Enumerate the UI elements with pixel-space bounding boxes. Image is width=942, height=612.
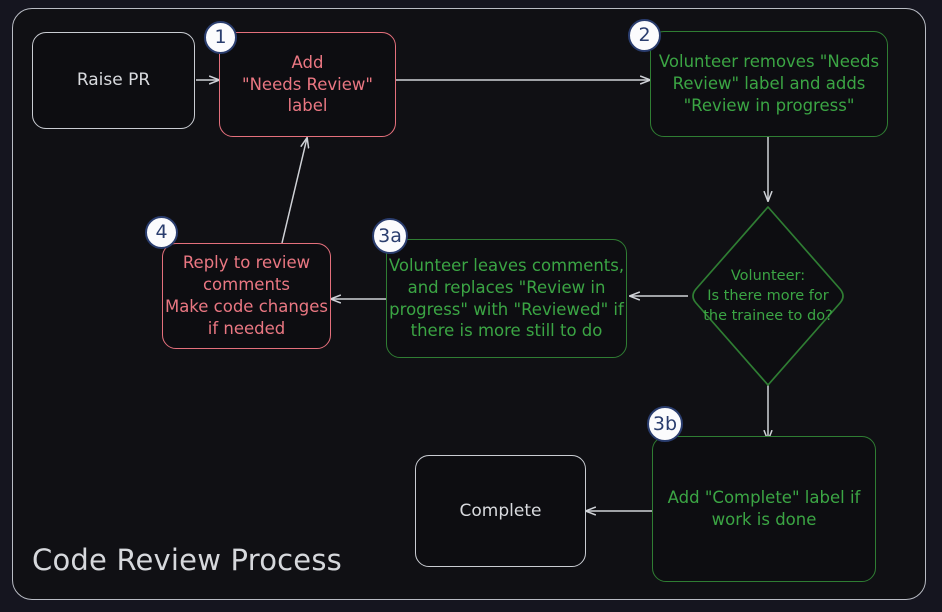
- node-raise-pr-label: Raise PR: [76, 70, 151, 91]
- node-add-complete-label[interactable]: Add "Complete" label if work is done: [652, 436, 876, 582]
- node-volunteer-removes[interactable]: Volunteer removes "Needs Review" label a…: [650, 31, 888, 137]
- badge-step-4-label: 4: [155, 221, 168, 243]
- badge-step-3a: 3a: [372, 218, 408, 254]
- node-reply-to-review[interactable]: Reply to review comments Make code chang…: [162, 243, 331, 349]
- badge-step-2-label: 2: [638, 24, 651, 46]
- diamond-shape: [692, 206, 844, 386]
- node-complete[interactable]: Complete: [415, 455, 586, 567]
- node-volunteer-leaves-comments-label: Volunteer leaves comments, and replaces …: [388, 255, 625, 341]
- diagram-title: Code Review Process: [32, 543, 342, 577]
- node-complete-label: Complete: [459, 500, 542, 521]
- node-add-complete-label-text: Add "Complete" label if work is done: [667, 488, 861, 529]
- badge-step-3a-label: 3a: [378, 224, 402, 247]
- node-add-needs-review[interactable]: Add "Needs Review" label: [219, 32, 396, 137]
- badge-step-2: 2: [628, 19, 661, 52]
- badge-step-1-label: 1: [214, 26, 227, 48]
- node-raise-pr[interactable]: Raise PR: [32, 32, 195, 129]
- badge-step-3b-label: 3b: [652, 412, 678, 435]
- node-decision-more-work[interactable]: Volunteer: Is there more for the trainee…: [688, 202, 848, 390]
- node-decision-more-work-label: Volunteer: Is there more for the trainee…: [703, 268, 833, 324]
- badge-step-3b: 3b: [647, 406, 683, 442]
- node-volunteer-leaves-comments[interactable]: Volunteer leaves comments, and replaces …: [386, 239, 627, 358]
- node-volunteer-removes-label: Volunteer removes "Needs Review" label a…: [658, 52, 880, 115]
- badge-step-1: 1: [204, 21, 237, 54]
- node-reply-to-review-label: Reply to review comments Make code chang…: [164, 253, 329, 338]
- node-add-needs-review-label: Add "Needs Review" label: [241, 52, 373, 116]
- badge-step-4: 4: [145, 216, 178, 249]
